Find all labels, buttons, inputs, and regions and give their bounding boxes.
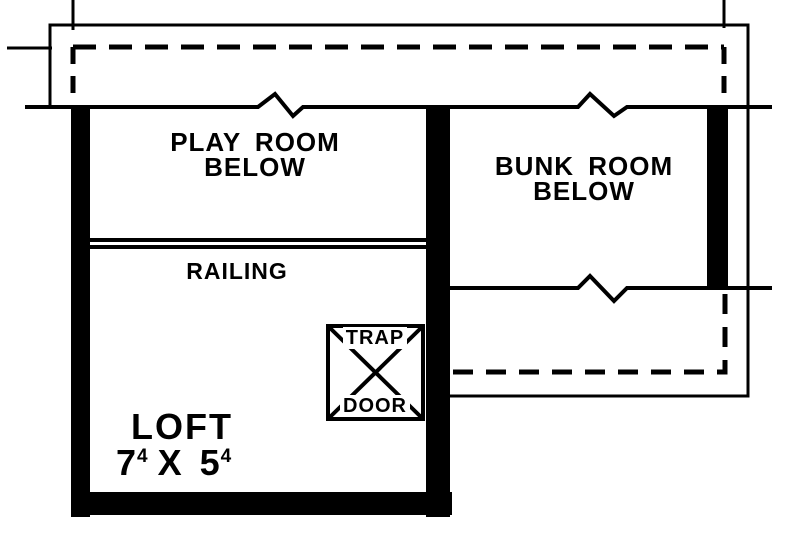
upper-wall-line-with-breaks xyxy=(25,91,772,119)
trap-door-label-bottom-text: DOOR xyxy=(340,395,410,417)
wall-loft-right xyxy=(426,107,450,517)
bunk-room-label-line1: BUNK ROOM xyxy=(494,151,674,181)
trap-door-label-top: TRAP xyxy=(325,327,425,349)
loft-name-label: LOFT xyxy=(131,406,233,447)
wall-bottom xyxy=(71,492,452,515)
play-room-label-line1: PLAY ROOM xyxy=(170,127,340,157)
play-room-label-line2: BELOW xyxy=(204,152,306,182)
deck-outline xyxy=(48,23,750,398)
wall-left xyxy=(71,107,90,517)
overhang-dashed-line-lower xyxy=(450,294,728,375)
trap-door-label-bottom: DOOR xyxy=(325,395,425,417)
wall-bunk-right xyxy=(707,107,728,288)
loft-dim-height-inches: 4 xyxy=(220,446,232,467)
play-room-label: PLAY ROOM BELOW xyxy=(145,127,365,182)
loft-dim-width-inches: 4 xyxy=(137,446,148,467)
bunk-room-lower-wall-line xyxy=(449,273,772,304)
railing-label: RAILING xyxy=(186,258,288,284)
loft-dim-height-feet: 5 xyxy=(199,442,220,483)
loft-dim-width-feet: 7 xyxy=(116,442,137,483)
bunk-room-label-line2: BELOW xyxy=(533,176,635,206)
bunk-room-label: BUNK ROOM BELOW xyxy=(474,151,694,206)
trap-door-label-top-text: TRAP xyxy=(342,327,408,349)
loft-dim-separator: X xyxy=(157,442,182,483)
